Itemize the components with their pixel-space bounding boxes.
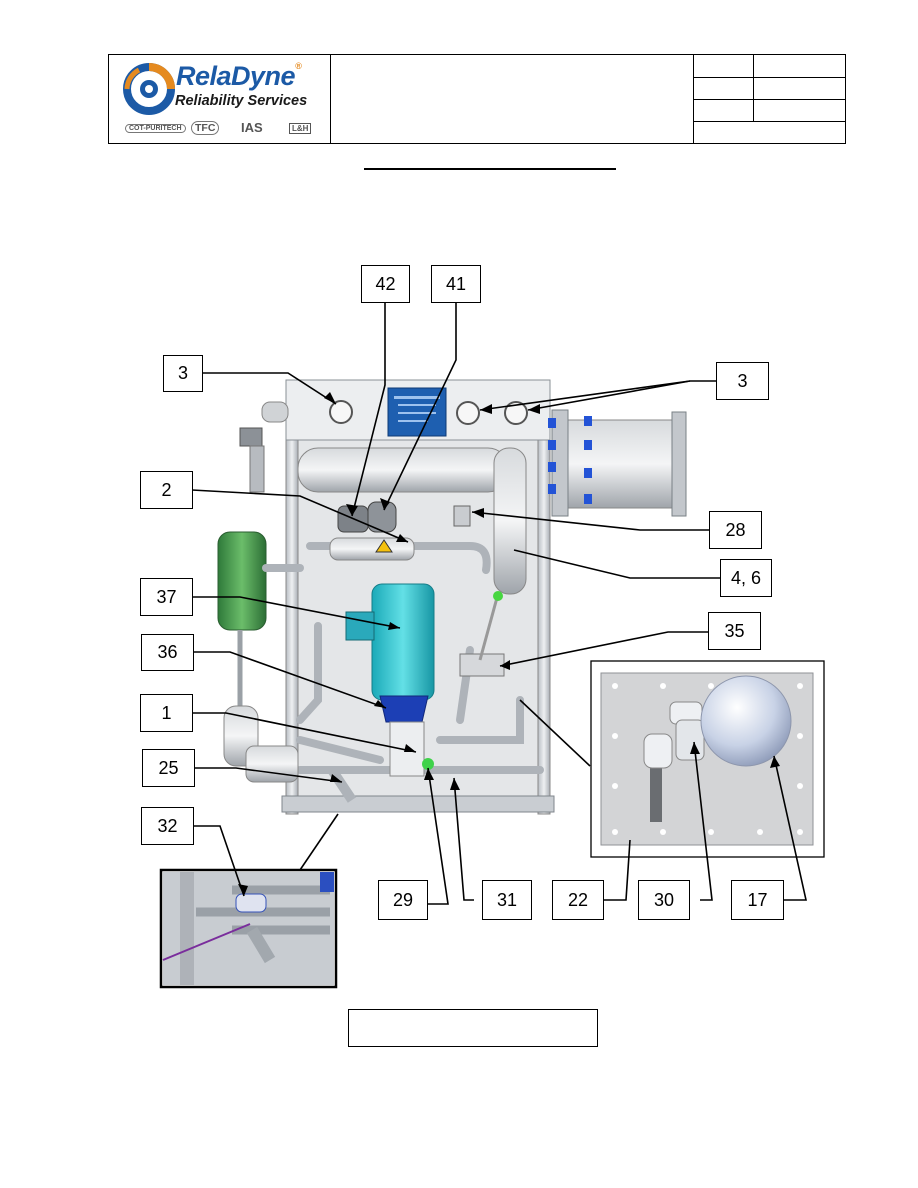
callout-42: 42 <box>361 265 410 303</box>
callout-32: 32 <box>141 807 194 845</box>
affiliate-logo: L&H <box>289 123 312 134</box>
callout-41: 41 <box>431 265 481 303</box>
callout-2: 2 <box>140 471 193 509</box>
revision-grid <box>693 55 845 143</box>
callout-36: 36 <box>141 634 194 671</box>
callout-35: 35 <box>708 612 761 650</box>
affiliate-logo: COT-PURITECH <box>125 124 186 133</box>
logo-cell: RelaDyne® Reliability Services COT-PURIT… <box>109 55 331 143</box>
affiliate-logo: IAS <box>241 120 263 135</box>
title-underline <box>364 168 616 170</box>
callout-3-left: 3 <box>163 355 203 392</box>
brand-subtitle: Reliability Services <box>175 93 308 109</box>
reladyne-logo-icon <box>123 63 175 115</box>
document-header: RelaDyne® Reliability Services COT-PURIT… <box>108 54 846 144</box>
affiliate-logos: COT-PURITECH TFC IAS L&H <box>123 120 323 137</box>
callout-3-right: 3 <box>716 362 769 400</box>
callout-37: 37 <box>140 578 193 616</box>
callout-17: 17 <box>731 880 784 920</box>
callout-29: 29 <box>378 880 428 920</box>
callout-31: 31 <box>482 880 532 920</box>
callout-4-6: 4, 6 <box>720 559 772 597</box>
callout-28: 28 <box>709 511 762 549</box>
affiliate-logo: TFC <box>191 121 220 135</box>
brand-name: RelaDyne® <box>176 61 302 91</box>
callout-30: 30 <box>638 880 690 920</box>
callout-22: 22 <box>552 880 604 920</box>
callout-25: 25 <box>142 749 195 787</box>
callout-1: 1 <box>140 694 193 732</box>
figure-caption-box <box>348 1009 598 1047</box>
